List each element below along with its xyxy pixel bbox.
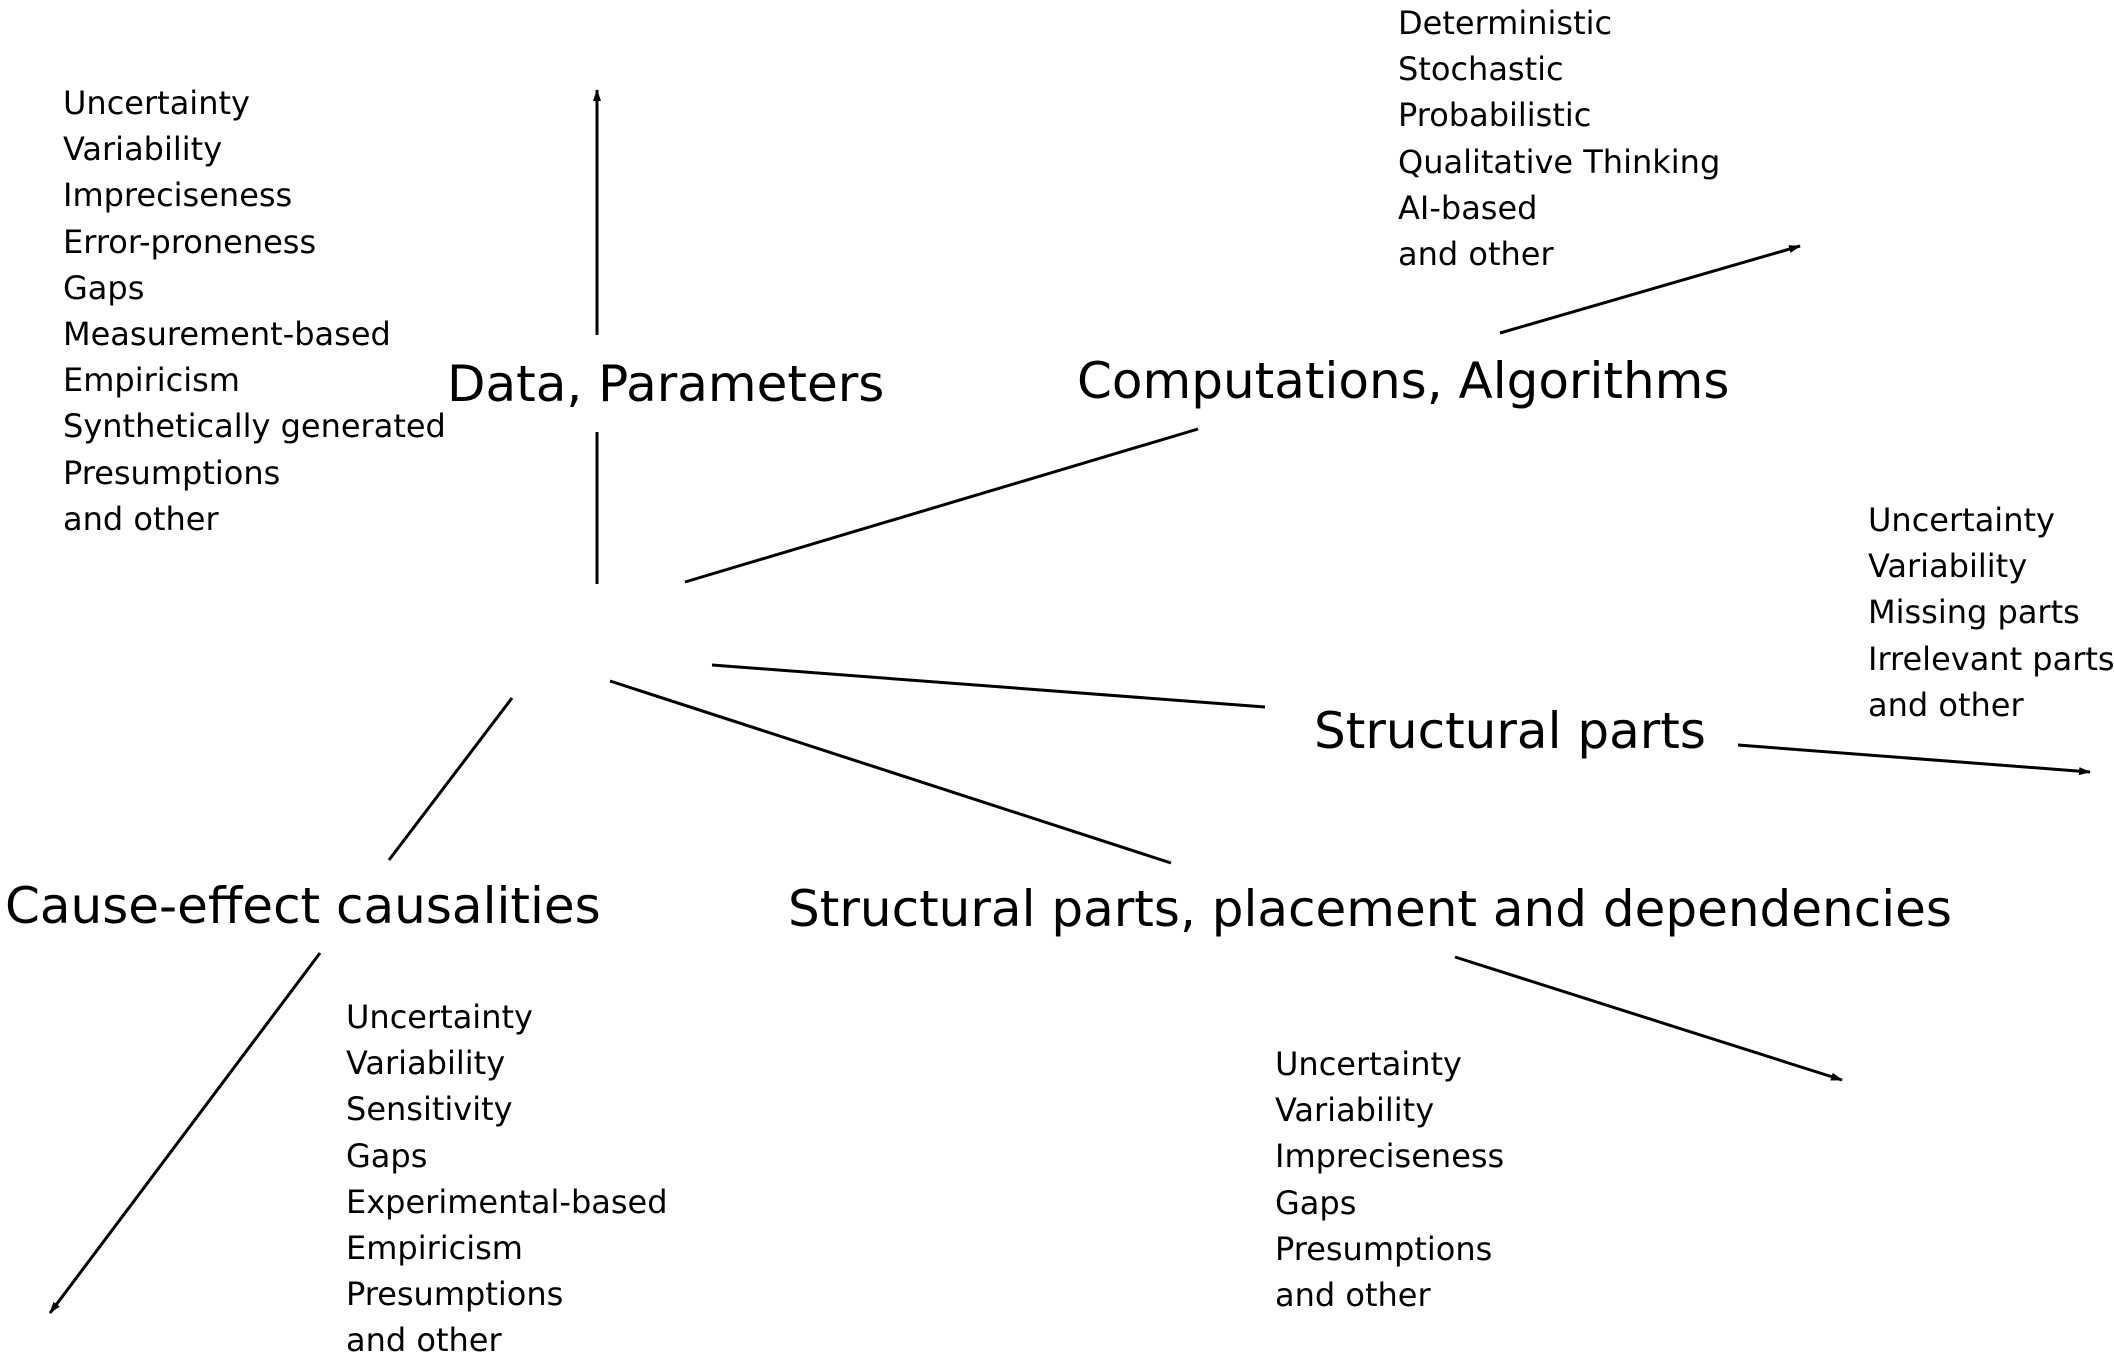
structural-parts-title: Structural parts — [1314, 702, 1706, 760]
list-item: and other — [63, 499, 219, 538]
list-item: Impreciseness — [1275, 1137, 1505, 1176]
list-item: Sensitivity — [346, 1090, 513, 1129]
data-parameters-title: Data, Parameters — [447, 355, 885, 413]
list-item: Uncertainty — [346, 998, 533, 1036]
list-item: Variability — [1275, 1091, 1435, 1130]
list-item: Empiricism — [346, 1229, 523, 1268]
line-center-to-structural-placement — [609, 679, 1172, 865]
computations-algorithms-list: Deterministic Stochastic Probabilistic Q… — [1398, 0, 1720, 277]
line-center-to-cause-effect — [387, 697, 514, 861]
list-item: Deterministic — [1398, 4, 1613, 42]
line-center-to-structural-parts — [711, 663, 1266, 709]
arrow-cause-effect-down-left — [48, 952, 322, 1314]
list-item: Presumptions — [63, 453, 281, 492]
list-item: Synthetically generated — [63, 407, 446, 446]
list-item: Probabilistic — [1398, 96, 1592, 135]
list-item: Presumptions — [346, 1275, 564, 1314]
list-item: Gaps — [63, 268, 145, 307]
list-item: Empiricism — [63, 361, 240, 400]
list-item: Stochastic — [1398, 50, 1564, 89]
data-parameters-list: Uncertainty Variability Impreciseness Er… — [63, 80, 446, 542]
cause-effect-title: Cause-effect causalities — [5, 877, 601, 935]
list-item: Error-proneness — [63, 222, 317, 261]
list-item: Experimental-based — [346, 1182, 668, 1221]
list-item: and other — [1398, 235, 1554, 274]
list-item: Variability — [1868, 547, 2028, 586]
arrow-structural-parts-right — [1737, 743, 2091, 776]
list-item: Gaps — [1275, 1183, 1357, 1222]
list-item: and other — [1275, 1276, 1431, 1315]
structural-placement-title: Structural parts, placement and dependen… — [788, 880, 1952, 938]
list-item: Measurement-based — [63, 315, 391, 354]
structural-placement-list: Uncertainty Variability Impreciseness Ga… — [1275, 1041, 1504, 1318]
list-item: and other — [346, 1321, 502, 1360]
cause-effect-list: Uncertainty Variability Sensitivity Gaps… — [346, 994, 668, 1364]
arrow-structural-placement-down-right — [1454, 955, 1843, 1082]
line-center-to-computations — [684, 427, 1199, 584]
list-item: Variability — [346, 1044, 506, 1083]
list-item: AI-based — [1398, 188, 1538, 227]
structural-parts-list: Uncertainty Variability Missing parts Ir… — [1868, 497, 2114, 728]
computations-algorithms-title: Computations, Algorithms — [1077, 352, 1730, 410]
list-item: Irrelevant parts — [1868, 639, 2114, 678]
list-item: Uncertainty — [1868, 501, 2055, 539]
list-item: Gaps — [346, 1136, 428, 1175]
list-item: Qualitative Thinking — [1398, 142, 1721, 181]
arrow-computations-up-right — [1499, 244, 1801, 335]
list-item: Missing parts — [1868, 593, 2080, 632]
list-item: Impreciseness — [63, 176, 293, 215]
list-item: Uncertainty — [1275, 1045, 1462, 1083]
list-item: and other — [1868, 685, 2024, 724]
list-item: Uncertainty — [63, 84, 250, 122]
list-item: Presumptions — [1275, 1229, 1493, 1268]
list-item: Variability — [63, 130, 223, 169]
